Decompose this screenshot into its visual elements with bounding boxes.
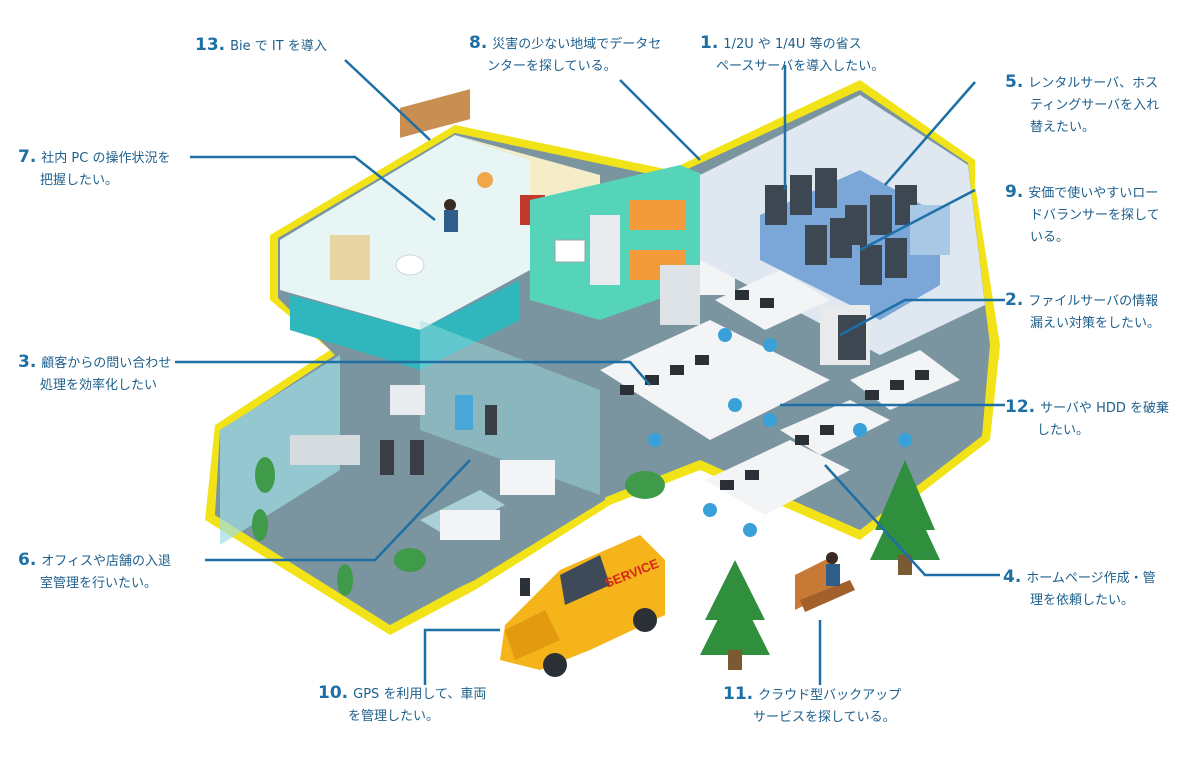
callout-5-text-2: ティングサーバを入れ [1030,98,1160,113]
leader-line-8 [619,79,701,161]
callout-12: 12. サーバや HDD を破棄 したい。 [1005,396,1169,442]
callout-8-number: 8. [469,33,488,53]
callout-2: 2. ファイルサーバの情報 漏えい対策をしたい。 [1005,289,1160,335]
callout-13-number: 13. [195,35,226,55]
callout-7: 7. 社内 PC の操作状況を 把握したい。 [18,146,170,192]
leader-line-6 [205,459,471,562]
callout-9-text-3: いる。 [1030,230,1070,245]
callout-2-text-2: 漏えい対策をしたい。 [1030,316,1161,331]
callout-2-number: 2. [1005,290,1024,310]
callout-10-text-1: GPS を利用して、車両 [353,687,487,702]
callout-9: 9. 安価で使いやすいロー ドバランサーを探して いる。 [1005,181,1160,249]
callout-3: 3. 顧客からの問い合わせ 処理を効率化したい [18,351,171,397]
callout-6-text-2: 室管理を行いたい。 [40,576,158,591]
callout-9-number: 9. [1005,182,1024,202]
leader-line-5 [884,81,976,186]
callout-4-text-1: ホームページ作成・管 [1026,571,1156,586]
leader-line-10 [423,628,500,685]
callout-3-text-2: 処理を効率化したい [40,378,158,393]
callout-4-text-2: 理を依頼したい。 [1030,593,1135,608]
callout-1-number: 1. [700,33,719,53]
callout-7-text-1: 社内 PC の操作状況を [41,151,171,166]
callout-13: 13. Bie で IT を導入 [195,34,327,58]
callout-6-number: 6. [18,550,37,570]
leader-line-3 [175,360,651,386]
callout-11-number: 11. [723,684,754,704]
callout-5-text-1: レンタルサーバ、ホス [1028,76,1159,91]
callout-8-text-1: 災害の少ない地域でデータセ [492,37,662,52]
leader-line-7 [190,155,436,221]
callout-9-text-2: ドバランサーを探して [1030,208,1160,223]
trees [700,460,940,670]
callout-7-number: 7. [18,147,37,167]
callout-11: 11. クラウド型バックアップ サービスを探している。 [723,683,901,729]
server-room [700,95,985,355]
callout-4-number: 4. [1003,567,1022,587]
callout-9-text-1: 安価で使いやすいロー [1028,186,1159,201]
park-bench [795,552,855,612]
leader-lines [175,59,1005,685]
callout-7-text-2: 把握したい。 [40,173,119,188]
callout-3-number: 3. [18,352,37,372]
callout-10: 10. GPS を利用して、車両 を管理したい。 [318,682,486,728]
callout-12-number: 12. [1005,397,1036,417]
callout-4: 4. ホームページ作成・管 理を依頼したい。 [1003,566,1156,612]
callout-6: 6. オフィスや店舗の入退 室管理を行いたい。 [18,549,171,595]
callout-10-text-2: を管理したい。 [348,709,440,724]
leader-line-4 [824,464,1000,577]
leader-line-2 [839,298,1005,337]
callout-10-number: 10. [318,683,349,703]
callout-8-text-2: ンターを探している。 [487,59,617,74]
callout-11-text-1: クラウド型バックアップ [758,688,902,703]
callout-11-text-2: サービスを探している。 [753,710,896,725]
leader-line-13 [344,59,431,141]
callout-5-number: 5. [1005,72,1024,92]
callout-12-text-1: サーバや HDD を破棄 [1040,401,1170,416]
kitchen-area [530,165,740,325]
callout-13-text: Bie で IT を導入 [230,39,327,54]
lobby [215,320,665,620]
callout-6-text-1: オフィスや店舗の入退 [41,554,172,569]
callout-3-text-1: 顧客からの問い合わせ [41,356,172,371]
callout-12-text-2: したい。 [1037,423,1090,438]
callout-1: 1. 1/2U や 1/4U 等の省ス ペースサーバを導入したい。 [700,32,884,78]
callout-1-text-1: 1/2U や 1/4U 等の省ス [723,37,862,52]
callout-2-text-1: ファイルサーバの情報 [1028,294,1159,309]
callout-5: 5. レンタルサーバ、ホス ティングサーバを入れ 替えたい。 [1005,71,1159,139]
callout-5-text-3: 替えたい。 [1030,120,1096,135]
service-van: SERVICE [500,535,665,677]
open-office [600,270,960,537]
callout-8: 8. 災害の少ない地域でデータセ ンターを探している。 [469,32,661,78]
leader-line-9 [859,188,976,252]
callout-1-text-2: ペースサーバを導入したい。 [716,59,885,74]
